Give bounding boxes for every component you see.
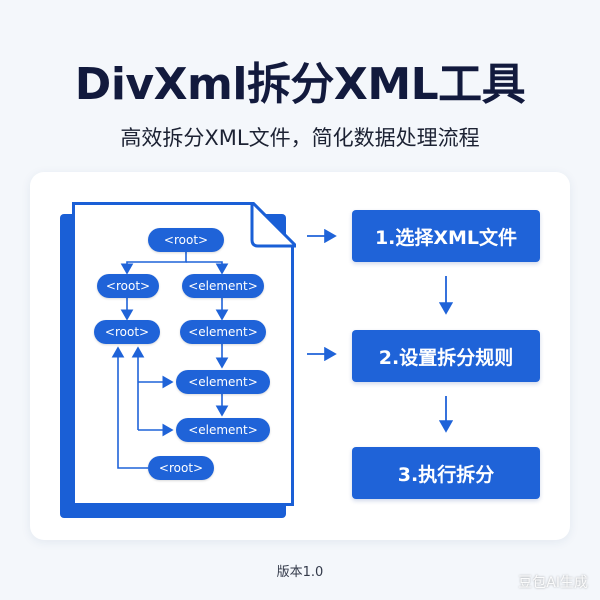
document-fold-corner xyxy=(250,202,296,248)
tree-node-element-4: <element> xyxy=(176,418,270,442)
step-select-xml-file[interactable]: 1.选择XML文件 xyxy=(352,210,540,262)
tree-node-element-3: <element> xyxy=(176,370,270,394)
tree-node-root-bottom: <root> xyxy=(148,456,214,480)
step-set-split-rules[interactable]: 2.设置拆分规则 xyxy=(352,330,540,382)
version-label: 版本1.0 xyxy=(276,565,324,580)
page-subtitle: 高效拆分XML文件，简化数据处理流程 xyxy=(120,126,480,150)
tree-node-root: <root> xyxy=(148,228,224,252)
step-execute-split[interactable]: 3.执行拆分 xyxy=(352,447,540,499)
page-title: DivXml拆分XML工具 xyxy=(74,59,526,110)
tree-node-element: <element> xyxy=(182,274,264,298)
tree-node-root-child: <root> xyxy=(97,274,159,298)
ai-watermark: 豆包AI生成 xyxy=(518,575,588,591)
tree-node-element-child: <element> xyxy=(180,320,266,344)
tree-node-root-grandchild: <root> xyxy=(94,320,160,344)
